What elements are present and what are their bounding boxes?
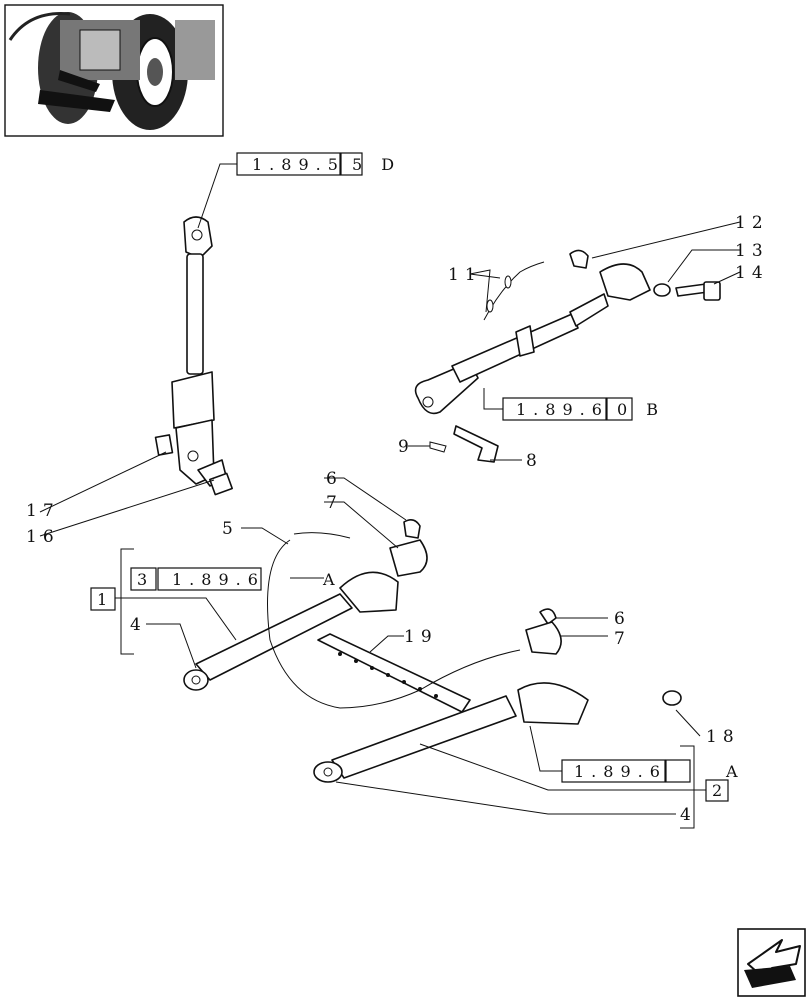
reference-mid-suffix: A xyxy=(322,570,342,589)
callout-6-upper: 6 xyxy=(326,469,343,489)
callout-6-lower: 6 xyxy=(614,609,631,629)
tractor-rear-thumbnail[interactable] xyxy=(4,4,224,137)
callout-4-upper: 4 xyxy=(130,615,147,635)
reference-b-suffix: 0 B xyxy=(617,400,665,419)
part-6-lower xyxy=(539,608,557,625)
callout-14: 14 xyxy=(735,263,769,283)
part-7-lower xyxy=(525,621,562,655)
reference-b[interactable]: 1.89.6 0 B xyxy=(502,397,665,421)
callout-9: 9 xyxy=(398,437,415,457)
callout-19: 19 xyxy=(404,627,438,647)
callout-4-lower: 4 xyxy=(680,805,697,825)
callout-16: 16 xyxy=(26,527,60,547)
callout-7-upper: 7 xyxy=(326,493,343,513)
reference-mid-text: 1.89.6 xyxy=(172,570,265,589)
callout-12: 12 xyxy=(735,213,769,233)
reference-bottom-number: 2 xyxy=(712,781,729,800)
reference-top-suffix: 5 D xyxy=(352,155,401,174)
callout-18: 18 xyxy=(706,727,740,747)
reference-box-1[interactable]: 1 xyxy=(90,587,116,611)
callout-17: 17 xyxy=(26,501,60,521)
check-chain-left xyxy=(267,539,421,709)
reference-bottom-text: 1.89.6 xyxy=(574,762,667,781)
leader-lines xyxy=(39,163,741,815)
lift-rod xyxy=(154,216,233,496)
callout-7-lower: 7 xyxy=(614,629,631,649)
reference-box-1-text: 1 xyxy=(97,590,114,609)
part-18 xyxy=(662,690,682,706)
reference-bottom[interactable]: 1.89.6 A 2 xyxy=(561,759,745,802)
reference-top[interactable]: 1.89.5 5 D xyxy=(236,152,401,176)
reference-b-text: 1.89.6 xyxy=(516,400,609,419)
callout-11: 11 xyxy=(448,265,482,285)
callout-8: 8 xyxy=(526,451,543,471)
reference-top-text: 1.89.5 xyxy=(252,155,345,174)
reference-bottom-suffix: A xyxy=(725,762,745,781)
lower-link-left xyxy=(183,571,399,691)
reference-mid[interactable]: 3 1.89.6 A xyxy=(130,567,342,591)
reference-mid-number: 3 xyxy=(137,570,154,589)
check-chain-right xyxy=(419,649,521,691)
lower-link-right xyxy=(313,682,589,783)
callout-13: 13 xyxy=(735,241,769,261)
next-page-arrow-icon[interactable] xyxy=(737,928,806,997)
bracket-right xyxy=(680,745,695,829)
chain-pin xyxy=(293,532,351,539)
part-7-upper xyxy=(389,539,428,577)
top-link xyxy=(414,249,721,463)
part-6-upper xyxy=(403,518,421,539)
bracket-left xyxy=(120,548,134,655)
callout-5: 5 xyxy=(222,519,239,539)
lower-link-stabilizer xyxy=(317,633,471,713)
